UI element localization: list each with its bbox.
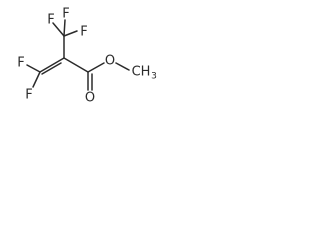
atom-f-vinyl-upper: F bbox=[17, 56, 24, 71]
bond-c1-f-lower bbox=[32, 71, 41, 88]
bond-c1-f-upper bbox=[26, 64, 41, 73]
bond-cf3-f-left bbox=[52, 22, 65, 37]
bond-c3-o-ester bbox=[87, 62, 105, 73]
atom-f-cf3-right: F bbox=[80, 25, 87, 40]
atom-methyl-subscript: 3 bbox=[151, 72, 157, 82]
bond-c2-c3 bbox=[63, 57, 89, 73]
bond-c2-c1-double bbox=[41, 62, 62, 75]
bond-cf3-f-right bbox=[63, 30, 78, 37]
molecule-drawing: F F F F F O O CH 3 bbox=[17, 7, 157, 106]
atom-f-cf3-left: F bbox=[47, 13, 54, 28]
atom-f-cf3-top: F bbox=[62, 7, 69, 22]
atom-f-vinyl-lower: F bbox=[25, 88, 32, 103]
bond-o-methyl bbox=[115, 62, 130, 71]
bond-c2-c1 bbox=[39, 57, 65, 73]
atom-methyl-ch: CH bbox=[132, 65, 151, 80]
atom-o-ester: O bbox=[105, 54, 115, 69]
atom-o-carbonyl: O bbox=[85, 91, 95, 106]
bond-layer bbox=[26, 19, 130, 91]
bond-cf3-f-top bbox=[63, 19, 66, 37]
atom-labels: F F F F F O O CH 3 bbox=[17, 7, 157, 106]
